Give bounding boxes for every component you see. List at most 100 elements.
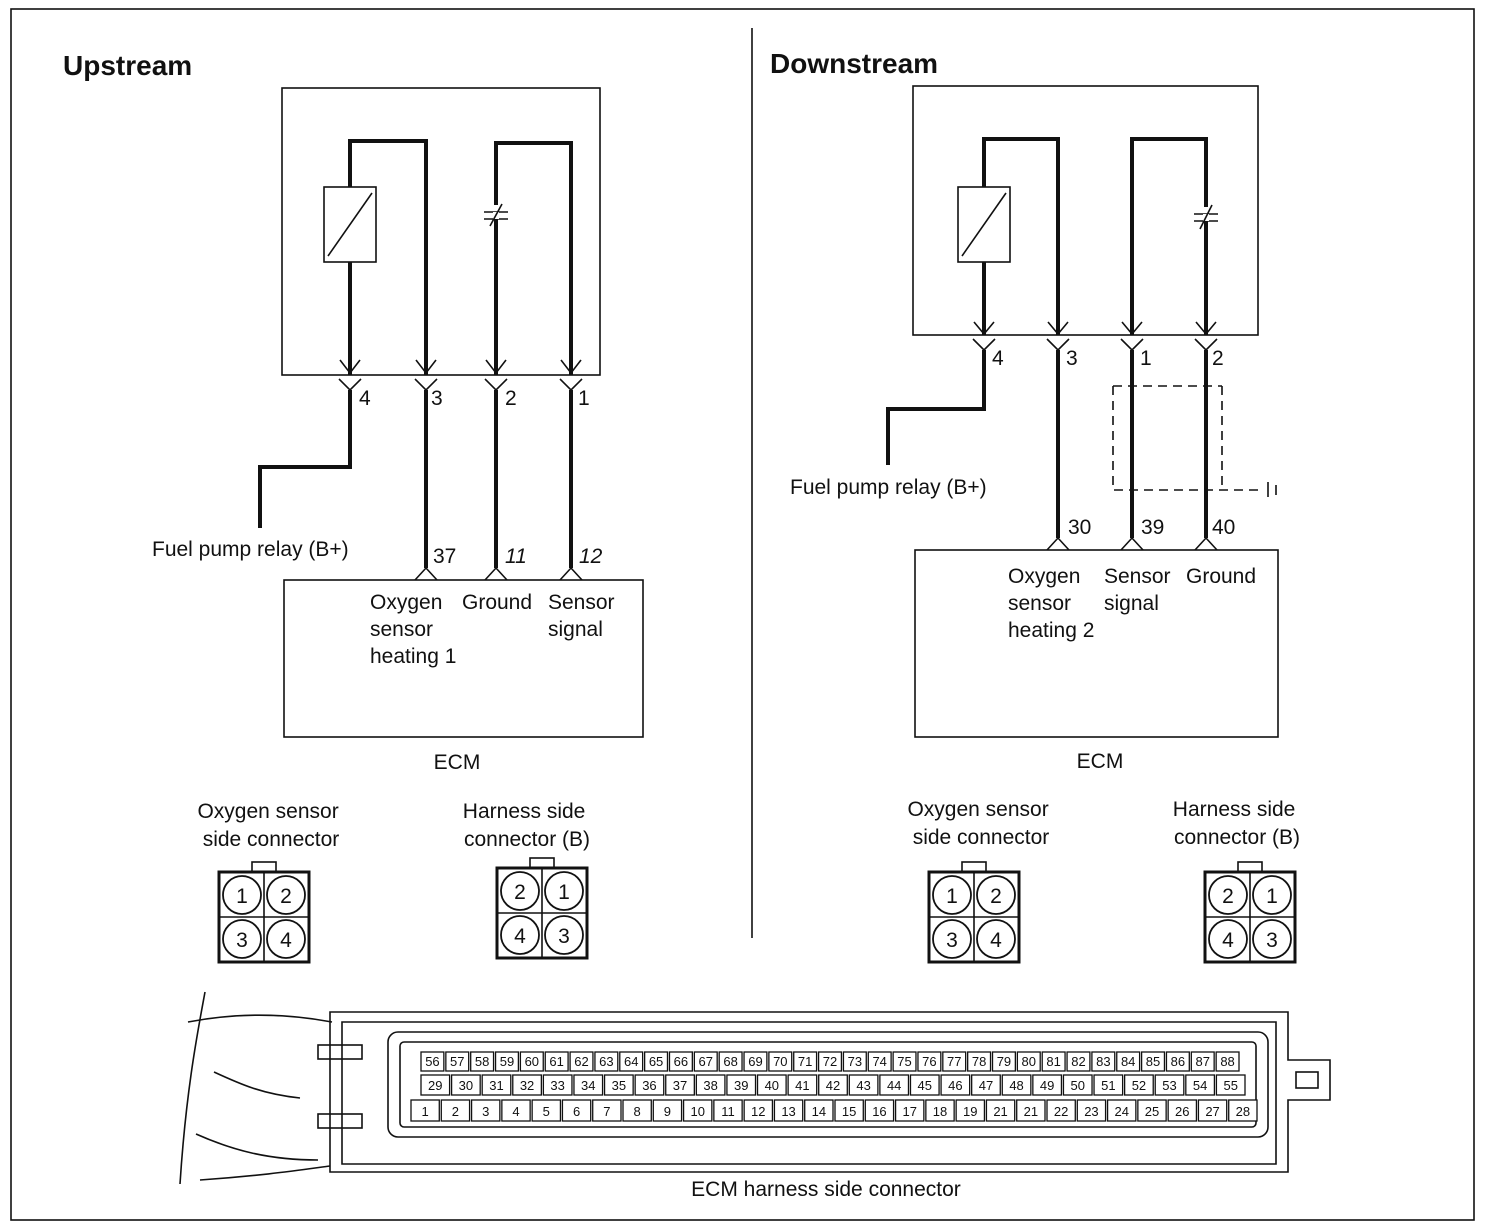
downstream-sensor-box [912, 85, 1259, 336]
ecm-pin: 57 [450, 1054, 464, 1069]
ecm-pin: 49 [1040, 1078, 1054, 1093]
ecm-pin: 29 [428, 1078, 442, 1093]
ecm-pin: 39 [734, 1078, 748, 1093]
ecm-pin: 14 [812, 1104, 826, 1119]
ecm-pin: 7 [603, 1104, 610, 1119]
ecm-pin: 26 [1175, 1104, 1189, 1119]
ecm-pin: 53 [1162, 1078, 1176, 1093]
upstream-harness-connector-pin: 2 [514, 881, 526, 904]
downstream-ecm-pin: 40 [1212, 516, 1235, 539]
ecm-pin: 38 [703, 1078, 717, 1093]
ecm-pin: 88 [1220, 1054, 1234, 1069]
downstream-relay-wire [886, 350, 986, 465]
ecm-pin: 82 [1071, 1054, 1085, 1069]
ecm-pin: 70 [773, 1054, 787, 1069]
downstream-ecm-pin: 39 [1141, 516, 1164, 539]
ecm-pin: 54 [1193, 1078, 1207, 1093]
upstream-ecm-pin: 37 [433, 545, 456, 568]
ecm-pin: 23 [1084, 1104, 1098, 1119]
ecm-pin: 21 [993, 1104, 1007, 1119]
ecm-pin: 13 [781, 1104, 795, 1119]
ecm-pin: 44 [887, 1078, 901, 1093]
ecm-pin: 2 [452, 1104, 459, 1119]
downstream-harness-connector-pin: 1 [1266, 885, 1278, 908]
ecm-connector-housing [329, 1011, 1331, 1173]
downstream-sensor-connector-pin: 4 [990, 929, 1002, 952]
harness-bundle-outline [179, 991, 206, 1185]
ecm-pin: 84 [1121, 1054, 1135, 1069]
ecm-pin: 83 [1096, 1054, 1110, 1069]
downstream-sensor-connector-pin: 3 [946, 929, 958, 952]
ecm-pin: 66 [674, 1054, 688, 1069]
ecm-pin: 77 [947, 1054, 961, 1069]
ecm-pin: 37 [673, 1078, 687, 1093]
ecm-pin: 74 [872, 1054, 886, 1069]
ecm-pin: 6 [573, 1104, 580, 1119]
ecm-pin: 11 [721, 1104, 735, 1119]
ecm-pin: 81 [1046, 1054, 1060, 1069]
ecm-pin: 68 [723, 1054, 737, 1069]
ecm-pin: 8 [634, 1104, 641, 1119]
upstream-ecm-pin: 11 [505, 545, 527, 568]
ecm-pin: 79 [997, 1054, 1011, 1069]
downstream-ecm-pin: 30 [1068, 516, 1091, 539]
upstream-heater-loop [348, 139, 428, 375]
ecm-pin: 21 [1024, 1104, 1038, 1119]
ecm-pin: 71 [798, 1054, 812, 1069]
ecm-pin: 85 [1146, 1054, 1160, 1069]
ecm-pin: 61 [549, 1054, 563, 1069]
ecm-pin: 27 [1205, 1104, 1219, 1119]
ecm-pin: 40 [765, 1078, 779, 1093]
ecm-pin: 30 [459, 1078, 473, 1093]
downstream-sensor-connector-pin: 2 [990, 885, 1002, 908]
ecm-pin: 72 [823, 1054, 837, 1069]
outer-frame [10, 8, 1475, 1221]
ecm-pin: 60 [525, 1054, 539, 1069]
ecm-pin: 76 [922, 1054, 936, 1069]
ecm-pin: 45 [918, 1078, 932, 1093]
ecm-pin: 16 [872, 1104, 886, 1119]
ecm-connector-label: ECM harness side connector [691, 1178, 961, 1201]
upstream-ecm-signal-ground: Ground [462, 591, 532, 614]
upstream-sensor-box [281, 87, 601, 376]
downstream-shield [1112, 385, 1264, 491]
downstream-relay-label: Fuel pump relay (B+) [790, 476, 987, 499]
upstream-harness-connector-pin: 3 [558, 925, 570, 948]
ecm-pin: 48 [1009, 1078, 1023, 1093]
ecm-pin: 25 [1145, 1104, 1159, 1119]
ecm-pin: 80 [1022, 1054, 1036, 1069]
upstream-ecm-signal-sensor: Sensor signal [548, 591, 620, 641]
downstream-sensor-pin: 1 [1140, 347, 1152, 370]
downstream-sensor-pin: 3 [1066, 347, 1078, 370]
ecm-pin: 46 [948, 1078, 962, 1093]
upstream-ecm-label: ECM [434, 751, 481, 774]
ecm-pin: 67 [699, 1054, 713, 1069]
ecm-pin: 5 [543, 1104, 550, 1119]
ecm-pin: 63 [599, 1054, 613, 1069]
upstream-sensor-connector-pin: 1 [236, 885, 248, 908]
downstream-sensor-pin: 2 [1212, 347, 1224, 370]
upstream-sensor-connector-label: Oxygen sensor side connector [197, 800, 344, 851]
ecm-pin: 65 [649, 1054, 663, 1069]
ecm-pin: 52 [1132, 1078, 1146, 1093]
upstream-harness-connector-pin: 1 [558, 881, 570, 904]
downstream-section: Downstream 4 3 1 2 [770, 48, 1300, 964]
ecm-pin: 73 [848, 1054, 862, 1069]
ecm-pin: 19 [963, 1104, 977, 1119]
ecm-pin: 9 [664, 1104, 671, 1119]
upstream-relay-wire [258, 390, 352, 528]
upstream-ecm-pin: 12 [579, 545, 603, 568]
downstream-sensor-pin: 4 [992, 347, 1004, 370]
upstream-relay-label: Fuel pump relay (B+) [152, 538, 349, 561]
ecm-pin: 28 [1236, 1104, 1250, 1119]
ecm-pin: 59 [500, 1054, 514, 1069]
ecm-pin: 58 [475, 1054, 489, 1069]
downstream-harness-connector-pin: 3 [1266, 929, 1278, 952]
upstream-sensing-element [484, 203, 508, 227]
downstream-sensing-loop [1130, 137, 1208, 335]
